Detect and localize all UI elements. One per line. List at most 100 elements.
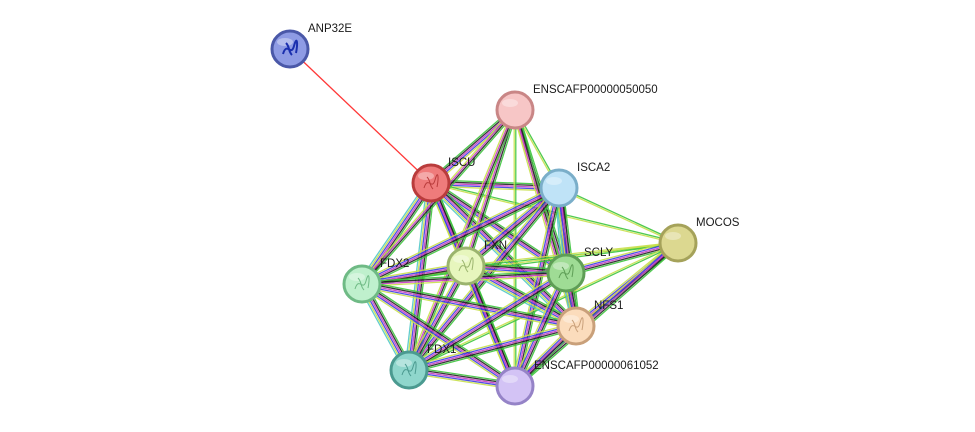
node-circle[interactable] — [539, 168, 579, 208]
edge-line — [407, 271, 566, 370]
edge-isca2-fdx2 — [360, 184, 561, 288]
edge-line — [467, 110, 518, 267]
node-label: SCLY — [584, 247, 614, 259]
node-circle[interactable] — [495, 90, 535, 130]
edge-line — [362, 280, 577, 324]
node-anp32e[interactable]: ANP32E — [270, 23, 352, 69]
edge-anp32e-iscu — [289, 48, 432, 184]
edge-line — [289, 48, 432, 184]
node-nfs1[interactable]: NFS1 — [556, 300, 623, 346]
edge-line — [362, 281, 577, 326]
node-highlight — [563, 315, 579, 323]
node-highlight — [665, 232, 681, 240]
node-highlight — [349, 273, 365, 281]
edge-line — [512, 272, 566, 386]
node-label: FXN — [484, 240, 507, 252]
edge-line — [363, 280, 518, 384]
node-mocos[interactable]: MOCOS — [658, 217, 740, 263]
node-label: ISCA2 — [577, 162, 610, 174]
node-label: MOCOS — [696, 217, 740, 229]
node-label: ENSCAFP00000061052 — [534, 360, 659, 372]
node-scly[interactable]: SCLY — [546, 247, 614, 293]
edge-line — [512, 110, 565, 274]
edge-line — [406, 269, 565, 368]
edge-isca2-mocos — [558, 186, 679, 245]
node-circle[interactable] — [546, 253, 586, 293]
edge-line — [512, 187, 559, 386]
edge-iscu-fdx2 — [358, 180, 435, 287]
node-enscafp00000050050[interactable]: ENSCAFP00000050050 — [495, 84, 658, 130]
node-circle[interactable] — [411, 163, 451, 203]
node-circle[interactable] — [446, 246, 486, 286]
node-label: ANP32E — [308, 23, 352, 35]
edge-fxn-enscafp00000061052 — [462, 264, 519, 388]
edge-line — [462, 266, 513, 388]
node-circle[interactable] — [556, 306, 596, 346]
node-enscafp00000061052[interactable]: ENSCAFP00000061052 — [495, 360, 659, 406]
node-isca2[interactable]: ISCA2 — [539, 162, 610, 208]
edge-line — [361, 185, 559, 284]
edge-line — [565, 239, 678, 271]
edge-line — [410, 275, 569, 374]
protein-structure-icon — [558, 264, 574, 280]
edge-line — [516, 244, 681, 389]
edge-line — [514, 272, 567, 387]
node-label: FDX2 — [380, 258, 409, 270]
edge-line — [467, 261, 579, 324]
node-circle[interactable] — [389, 350, 429, 390]
protein-structure-icon — [423, 174, 439, 190]
edge-enscafp00000050050-fxn — [463, 109, 518, 267]
edge-line — [511, 271, 564, 385]
edge-line — [359, 181, 430, 284]
node-highlight — [418, 172, 434, 180]
node-highlight — [502, 99, 518, 107]
edge-line — [576, 243, 680, 328]
edge-line — [558, 188, 678, 245]
edge-nfs1-fdx1 — [408, 322, 577, 374]
protein-structure-icon — [354, 275, 370, 291]
edge-line — [362, 188, 560, 287]
edge-line — [363, 183, 434, 286]
node-highlight — [453, 255, 469, 263]
edge-line — [573, 240, 677, 325]
edge-line — [364, 184, 435, 287]
node-highlight — [553, 262, 569, 270]
edge-line — [409, 326, 577, 373]
node-fdx2[interactable]: FDX2 — [342, 258, 409, 304]
node-fxn[interactable]: FXN — [446, 240, 507, 286]
edge-line — [361, 283, 516, 387]
edge-line — [409, 266, 468, 372]
node-circle[interactable] — [342, 264, 382, 304]
edge-line — [577, 244, 681, 329]
edge-line — [511, 187, 557, 386]
node-fdx1[interactable]: FDX1 — [389, 344, 456, 390]
edge-line — [515, 273, 569, 387]
node-circle[interactable] — [495, 366, 535, 406]
edge-line — [409, 328, 577, 374]
edge-line — [411, 267, 470, 372]
node-label: ISCU — [448, 157, 475, 169]
edge-line — [465, 241, 678, 266]
edge-line — [408, 272, 567, 371]
edge-fxn-fdx1 — [405, 264, 470, 372]
edge-line — [359, 286, 514, 390]
edge-line — [362, 183, 433, 285]
edge-line — [574, 241, 678, 326]
edge-line — [575, 242, 679, 327]
edge-line — [362, 282, 517, 386]
node-iscu[interactable]: ISCU — [411, 157, 475, 203]
edge-line — [360, 182, 431, 284]
node-label: FDX1 — [427, 344, 456, 356]
node-circle[interactable] — [658, 223, 698, 263]
edge-line — [466, 263, 578, 325]
edge-line — [361, 283, 577, 327]
node-highlight — [502, 375, 518, 383]
edges-layer — [289, 48, 681, 390]
edge-mocos-enscafp00000061052 — [512, 240, 681, 389]
node-highlight — [546, 177, 562, 185]
edge-scly-fdx1 — [406, 269, 569, 374]
edge-line — [408, 265, 467, 371]
edge-line — [463, 109, 514, 266]
edge-line — [408, 323, 576, 370]
